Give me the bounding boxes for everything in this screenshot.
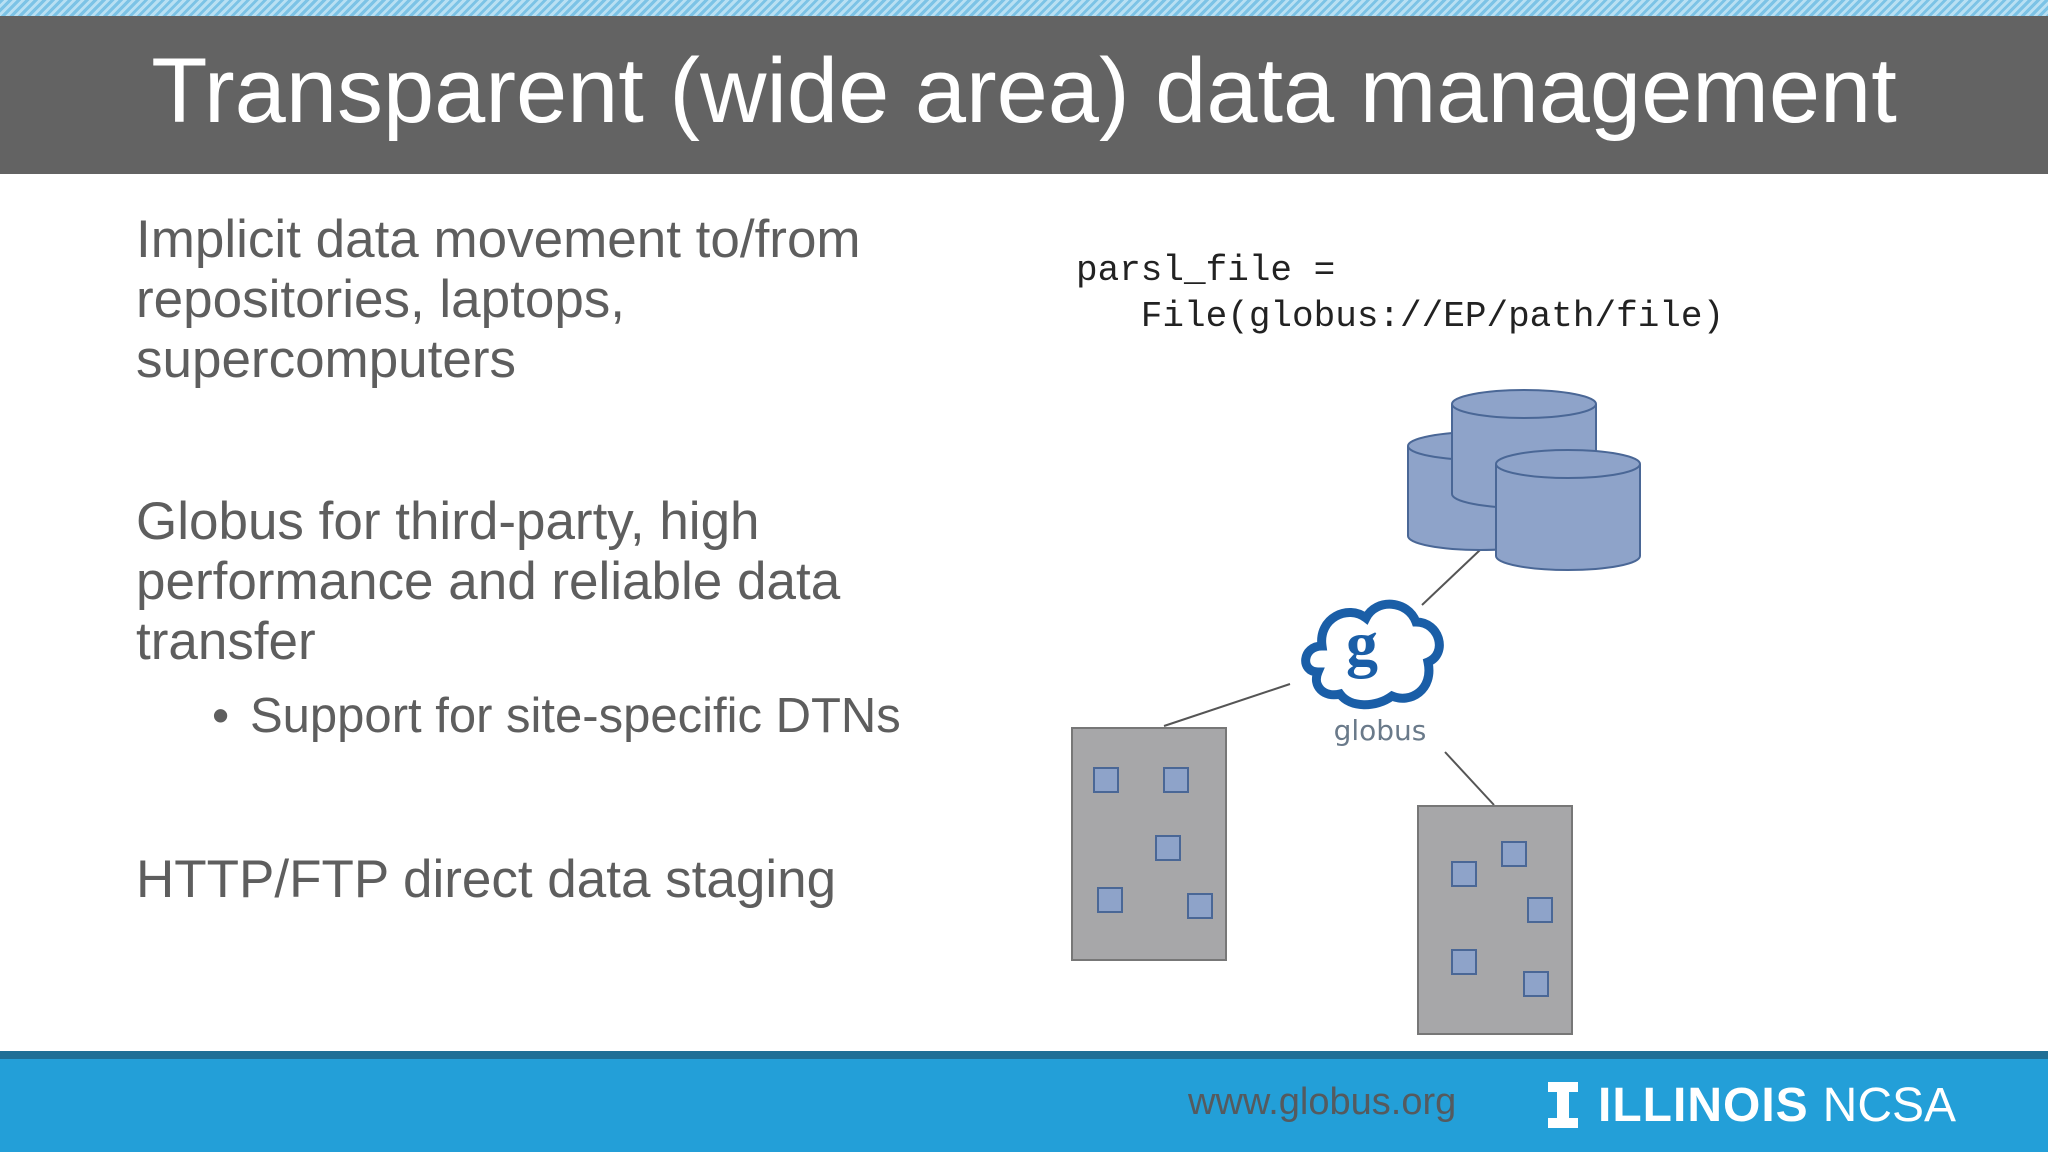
logo-ncsa-text: NCSA (1822, 1078, 1957, 1132)
connector-globus-left-building (1163, 683, 1291, 727)
left-building-icon (1071, 727, 1227, 961)
bullet-dot-icon: • (212, 689, 230, 743)
footer-bar: www.globus.org ILLINOIS NCSA (0, 1059, 2048, 1152)
illinois-ncsa-logo: ILLINOIS NCSA (1546, 1077, 1956, 1133)
code-line-1: parsl_file = (1076, 250, 1336, 291)
illinois-block-i-icon (1548, 1082, 1578, 1128)
globus-logo-icon: g globus (1301, 599, 1444, 747)
sub-bullet-dtns: • Support for site-specific DTNs (212, 686, 901, 746)
footer-divider (0, 1051, 2048, 1059)
bullet-http-ftp-staging: HTTP/FTP direct data staging (136, 850, 837, 909)
globus-logo-letter: g (1346, 608, 1378, 679)
footer-url: www.globus.org (1188, 1081, 1457, 1123)
right-building-icon (1417, 805, 1573, 1035)
logo-illinois-text: ILLINOIS (1598, 1078, 1809, 1132)
bullet-globus-transfer: Globus for third-party, high performance… (136, 492, 841, 671)
connector-globus-storage (1421, 549, 1481, 606)
bullet-implicit-data-movement: Implicit data movement to/from repositor… (136, 210, 861, 389)
globus-logo-text: globus (1334, 714, 1427, 747)
code-line-2: File(globus://EP/path/file) (1076, 296, 1725, 337)
title-bar: Transparent (wide area) data management (0, 16, 2048, 174)
code-snippet: parsl_file = File(globus://EP/path/file) (1076, 248, 1724, 340)
database-cylinders-icon (1407, 389, 1641, 571)
top-decorative-stripe (0, 0, 2048, 16)
connector-lines (1163, 549, 1495, 806)
connector-globus-right-building (1444, 751, 1495, 806)
slide-title: Transparent (wide area) data management (151, 40, 1897, 142)
sub-bullet-text: Support for site-specific DTNs (250, 689, 901, 743)
